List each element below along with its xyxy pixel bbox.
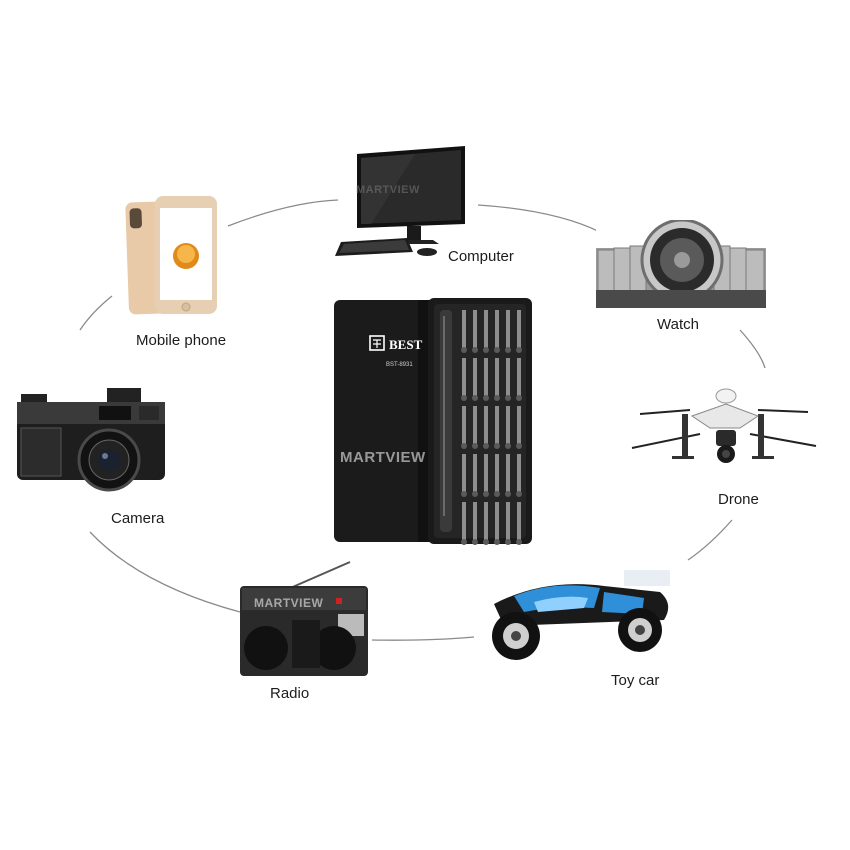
screwdriver-bit <box>506 358 510 396</box>
bit-socket <box>461 443 467 449</box>
label-drone: Drone <box>718 491 759 508</box>
bit-socket <box>461 539 467 545</box>
computer-image <box>335 146 465 256</box>
camera-image <box>17 388 165 492</box>
bit-socket <box>516 443 522 449</box>
screwdriver-bit <box>506 310 510 348</box>
bit-socket <box>516 491 522 497</box>
label-computer: Computer <box>448 248 514 265</box>
bit-socket <box>483 395 489 401</box>
drone-image <box>631 388 817 463</box>
screwdriver-bit <box>517 358 521 396</box>
bit-socket <box>505 395 511 401</box>
label-mobile-phone: Mobile phone <box>136 332 227 349</box>
mobile-phone-image <box>125 196 217 315</box>
arc-radio-toycar <box>371 636 475 641</box>
screwdriver-bit <box>517 454 521 492</box>
screwdriver-bit <box>484 358 488 396</box>
watermark-computer: MARTVIEW <box>356 184 420 196</box>
screwdriver-bit <box>473 454 477 492</box>
screwdriver-kit-image <box>334 298 532 545</box>
label-toy-car: Toy car <box>611 672 660 689</box>
watermark-center: MARTVIEW <box>340 449 426 466</box>
screwdriver-bit <box>506 406 510 444</box>
screwdriver-bit <box>462 358 466 396</box>
screwdriver-bit <box>484 502 488 540</box>
arc-phone-computer <box>227 199 339 227</box>
bit-socket <box>494 443 500 449</box>
screwdriver-bit <box>495 406 499 444</box>
bit-socket <box>483 491 489 497</box>
screwdriver-bit <box>495 502 499 540</box>
screwdriver-bit <box>462 406 466 444</box>
screwdriver-bit <box>495 358 499 396</box>
bit-socket <box>516 347 522 353</box>
bit-socket <box>494 347 500 353</box>
screwdriver-bit <box>473 358 477 396</box>
bit-socket <box>494 539 500 545</box>
screwdriver-bit <box>495 310 499 348</box>
arc-computer-watch <box>477 204 601 233</box>
screwdriver-bit <box>506 502 510 540</box>
screwdriver-bit <box>517 310 521 348</box>
screwdriver-bit <box>517 406 521 444</box>
screwdriver-bit <box>473 406 477 444</box>
screwdriver-bit <box>495 454 499 492</box>
bit-socket <box>494 395 500 401</box>
screwdriver-bit <box>506 454 510 492</box>
label-radio: Radio <box>270 685 310 702</box>
bit-socket <box>516 395 522 401</box>
bit-socket <box>505 443 511 449</box>
watch-image <box>596 220 766 308</box>
kit-brand: BEST <box>389 337 423 352</box>
bit-socket <box>472 539 478 545</box>
bit-socket <box>505 347 511 353</box>
bit-socket <box>505 539 511 545</box>
screwdriver-bit <box>484 310 488 348</box>
arc-phone-camera <box>79 295 113 331</box>
bit-socket <box>505 491 511 497</box>
arc-drone-toycar <box>687 519 733 561</box>
bit-socket <box>483 347 489 353</box>
kit-model: BST-8931 <box>386 362 413 368</box>
arc-camera-radio <box>89 531 241 613</box>
watermark-radio: MARTVIEW <box>254 596 324 610</box>
bit-socket <box>472 347 478 353</box>
radio-image <box>240 561 368 676</box>
label-watch: Watch <box>657 316 699 333</box>
bit-socket <box>461 491 467 497</box>
bit-socket <box>472 395 478 401</box>
bit-grid <box>461 310 522 545</box>
arc-watch-drone <box>739 329 766 369</box>
bit-socket <box>483 539 489 545</box>
bit-socket <box>516 539 522 545</box>
bit-socket <box>483 443 489 449</box>
bit-socket <box>494 491 500 497</box>
bit-socket <box>472 491 478 497</box>
screwdriver-bit <box>473 310 477 348</box>
screwdriver-bit <box>517 502 521 540</box>
bit-socket <box>461 347 467 353</box>
screwdriver-bit <box>462 310 466 348</box>
screwdriver-bit <box>484 454 488 492</box>
screwdriver-bit <box>473 502 477 540</box>
label-camera: Camera <box>111 510 165 527</box>
screwdriver-bit <box>484 406 488 444</box>
bit-socket <box>472 443 478 449</box>
screwdriver-bit <box>462 502 466 540</box>
toy-car-image <box>492 570 670 660</box>
screwdriver-bit <box>462 454 466 492</box>
bit-socket <box>461 395 467 401</box>
